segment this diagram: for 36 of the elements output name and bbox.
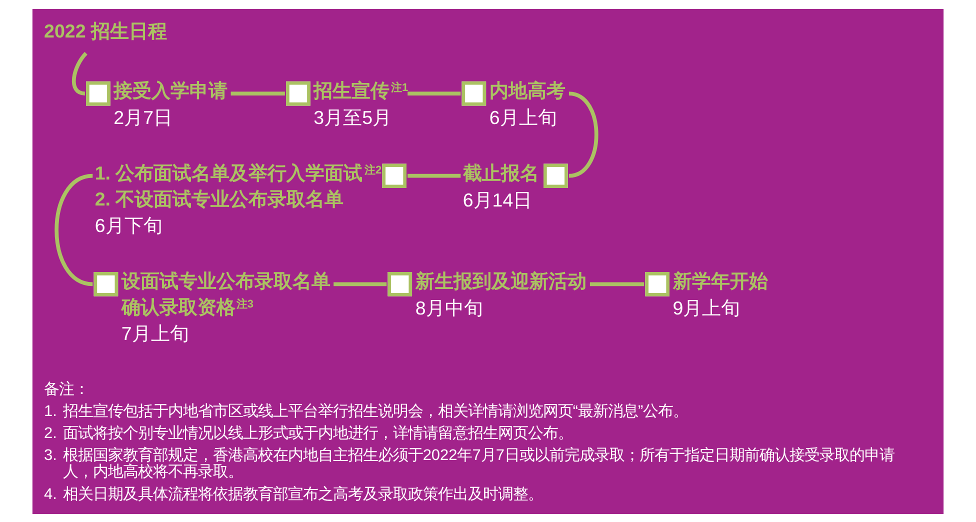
- node-label: 8月中旬: [415, 297, 483, 318]
- connector: [408, 173, 461, 178]
- node-label: 确认录取资格$^{注3}$: [121, 296, 254, 318]
- node-label: 招生宣传$^{注1}$: [314, 79, 408, 100]
- connector: [54, 173, 94, 286]
- node-label: 截止报名: [462, 162, 539, 183]
- label: 招生宣传包括于内地省市区或线上平台举行招生说明会，相关详情请浏览网页“最新消息”公布。: [62, 402, 688, 420]
- node-label: 6月14日: [462, 188, 532, 210]
- label: 2.: [44, 424, 57, 442]
- connector: [334, 282, 387, 286]
- node-label: 新学年开始: [672, 270, 768, 292]
- node-label: 接受入学申请: [114, 79, 228, 100]
- node-label: 1. 公布面试名单及举行入学面试$^{注2}$: [94, 162, 382, 183]
- label: 面试将按个别专业情况以线上形式或于内地进行，详情请留意招生网页公布。: [62, 424, 573, 442]
- connector: [568, 91, 598, 178]
- connector: [230, 91, 285, 95]
- node-label: 设面试专业公布录取名单: [121, 270, 330, 292]
- node-label: 6月上旬: [489, 106, 557, 128]
- connector: [590, 282, 644, 286]
- label: 根据国家教育部规定，香港高校在内地自主招生必须于2022年7月7日或以前完成录取；所有于指定日期前确认接受录取的申请人，内地高校将不再录取。: [62, 446, 894, 480]
- connector: [408, 91, 461, 95]
- node-label: 新生报到及迎新活动: [415, 270, 586, 292]
- label: 备注：: [44, 380, 90, 398]
- label: 3.: [44, 446, 57, 464]
- label: 相关日期及具体流程将依据教育部宣布之高考及录取政策作出及时调整。: [62, 485, 543, 502]
- node-text: 2022 招生日程: [44, 20, 168, 41]
- node-label: 7月上旬: [121, 322, 189, 344]
- label: 4.: [44, 485, 57, 502]
- node-label: 6月下旬: [94, 214, 162, 236]
- node-label: 内地高考: [489, 79, 566, 100]
- node-label: 2. 不设面试专业公布录取名单: [94, 188, 344, 209]
- node-label: 2月7日: [114, 106, 173, 128]
- node-label: 9月上旬: [672, 297, 740, 318]
- label: 1.: [44, 402, 57, 420]
- node-label: 3月至5月: [314, 106, 392, 128]
- connector: [72, 51, 88, 95]
